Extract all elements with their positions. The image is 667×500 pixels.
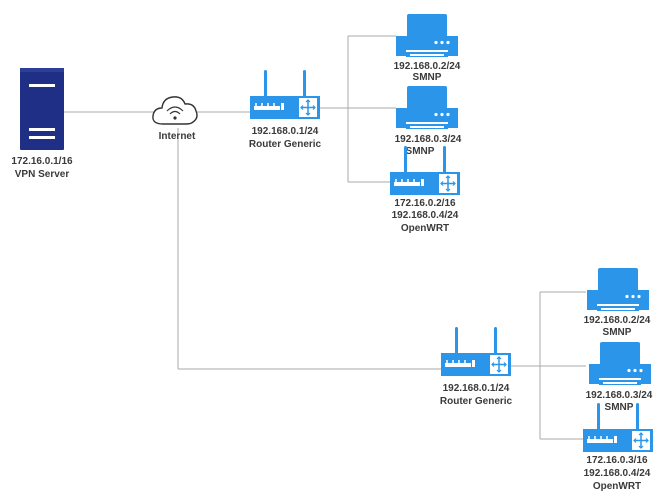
- router-1-ip: 192.168.0.1/24: [252, 126, 319, 137]
- printer-1a-name: SMNP: [413, 72, 442, 83]
- connection-lines: [64, 35, 586, 440]
- openwrt-2-node[interactable]: 172.16.0.3/16 192.168.0.4/24 OpenWRT: [582, 402, 654, 492]
- printer-1a-node[interactable]: 192.168.0.2/24 SMNP: [394, 14, 461, 83]
- router-2-ip: 192.168.0.1/24: [443, 383, 510, 394]
- printer-2a-node[interactable]: 192.168.0.2/24 SMNP: [584, 268, 651, 338]
- router-2-node[interactable]: 192.168.0.1/24 Router Generic: [440, 326, 513, 407]
- openwrt-1-ip-lan: 192.168.0.4/24: [392, 210, 459, 221]
- vpn-server-name: VPN Server: [15, 169, 70, 180]
- printer-1b-ip: 192.168.0.3/24: [395, 134, 462, 145]
- printer-1a-ip: 192.168.0.2/24: [394, 61, 461, 72]
- router-icon: [249, 69, 321, 120]
- printer-2a-name: SMNP: [603, 327, 632, 338]
- printer-icon: [396, 14, 458, 57]
- router-1-node[interactable]: 192.168.0.1/24 Router Generic: [249, 69, 322, 150]
- printer-2a-ip: 192.168.0.2/24: [584, 315, 651, 326]
- cloud-wifi-icon: [152, 96, 198, 125]
- internet-node[interactable]: Internet: [152, 96, 198, 142]
- router-2-name: Router Generic: [440, 396, 513, 407]
- internet-label: Internet: [159, 131, 196, 142]
- printer-icon: [589, 342, 651, 385]
- openwrt-1-name: OpenWRT: [401, 223, 449, 234]
- printer-2b-ip: 192.168.0.3/24: [586, 390, 653, 401]
- printer-icon: [396, 86, 458, 129]
- openwrt-1-node[interactable]: 172.16.0.2/16 192.168.0.4/24 OpenWRT: [389, 145, 461, 234]
- printer-1b-name: SMNP: [406, 146, 435, 157]
- printer-icon: [587, 268, 649, 311]
- openwrt-2-ip-lan: 192.168.0.4/24: [584, 468, 651, 479]
- server-icon: [20, 68, 64, 150]
- router-icon: [440, 326, 512, 377]
- vpn-server-node[interactable]: 172.16.0.1/16 VPN Server: [11, 68, 73, 180]
- router-1-name: Router Generic: [249, 139, 322, 150]
- openwrt-2-ip-vpn: 172.16.0.3/16: [586, 455, 648, 466]
- vpn-server-ip: 172.16.0.1/16: [11, 156, 73, 167]
- printer-1b-node[interactable]: 192.168.0.3/24 SMNP: [395, 86, 462, 157]
- printer-2b-name: SMNP: [605, 402, 634, 413]
- printer-2b-node[interactable]: 192.168.0.3/24 SMNP: [586, 342, 653, 413]
- openwrt-1-ip-vpn: 172.16.0.2/16: [394, 198, 456, 209]
- openwrt-2-name: OpenWRT: [593, 481, 641, 492]
